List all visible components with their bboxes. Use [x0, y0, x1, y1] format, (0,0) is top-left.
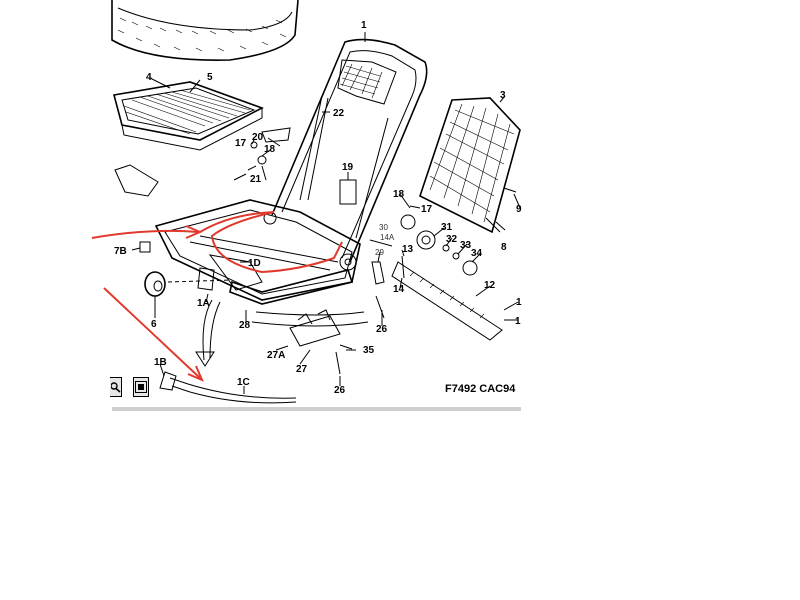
- callout-3: 3: [500, 90, 506, 101]
- callout-19: 19: [342, 162, 354, 173]
- seatback-frame: [271, 38, 428, 263]
- callout-1-right-top: 1: [516, 297, 522, 308]
- fit-button[interactable]: [133, 377, 149, 397]
- callout-1-right-bottom: 1: [515, 316, 521, 327]
- callout-26: 26: [376, 324, 388, 335]
- seat-track-assembly: [154, 199, 361, 305]
- callout-6: 6: [151, 319, 157, 330]
- leader-lines: [131, 32, 521, 394]
- callout-26b: 26: [334, 385, 346, 396]
- callout-14: 14: [393, 284, 405, 295]
- callout-1b: 1B: [154, 357, 167, 368]
- seat-cushion: [111, 0, 299, 61]
- left-parts: [114, 127, 357, 297]
- callout-29: 29: [375, 248, 384, 257]
- red-arrowhead-bottom: [187, 365, 204, 382]
- callout-28: 28: [239, 320, 251, 331]
- callout-21: 21: [250, 174, 262, 185]
- callout-17b: 17: [421, 204, 433, 215]
- fit-square-icon: [135, 381, 147, 393]
- red-arrow-left: [91, 229, 199, 239]
- slide-lever-and-cable: [159, 295, 385, 404]
- callout-22: 22: [333, 108, 345, 119]
- callout-8: 8: [501, 242, 507, 253]
- magnifier-icon: [110, 382, 121, 393]
- callout-labels: 1 3 4 5 22 20 18 17 21 19 18 17 31 30 32…: [114, 20, 522, 396]
- callout-1d: 1D: [248, 258, 261, 269]
- callout-13: 13: [402, 244, 414, 255]
- callout-35: 35: [363, 345, 375, 356]
- callout-17: 17: [235, 138, 247, 149]
- callout-20: 20: [252, 132, 264, 143]
- callout-7b: 7B: [114, 246, 127, 257]
- seatback-panel: [419, 97, 521, 234]
- seat-pan-frame: [113, 81, 264, 151]
- callout-18: 18: [264, 144, 276, 155]
- callout-12: 12: [484, 280, 496, 291]
- callout-1c: 1C: [237, 377, 250, 388]
- reference-code: F7492 CAC94: [445, 383, 516, 395]
- callout-31: 31: [441, 222, 453, 233]
- red-annotations: [91, 211, 343, 382]
- callout-27: 27: [296, 364, 308, 375]
- callout-5: 5: [207, 72, 213, 83]
- callout-4: 4: [146, 72, 152, 83]
- red-arrow-bottom: [103, 287, 201, 379]
- callout-9: 9: [516, 204, 522, 215]
- callout-1: 1: [361, 20, 367, 31]
- callout-32: 32: [446, 234, 458, 245]
- red-cable-route: [199, 211, 343, 274]
- viewer-bottom-border: [112, 407, 521, 411]
- zoom-button[interactable]: [110, 377, 122, 397]
- recliner-parts: [369, 214, 503, 341]
- callout-1a: 1A: [197, 298, 210, 309]
- callout-33: 33: [460, 240, 472, 251]
- callout-34: 34: [471, 248, 483, 259]
- callout-18b: 18: [393, 189, 405, 200]
- callout-30: 30: [379, 223, 388, 232]
- callout-14a: 14A: [380, 233, 395, 242]
- callout-27a: 27A: [267, 350, 285, 361]
